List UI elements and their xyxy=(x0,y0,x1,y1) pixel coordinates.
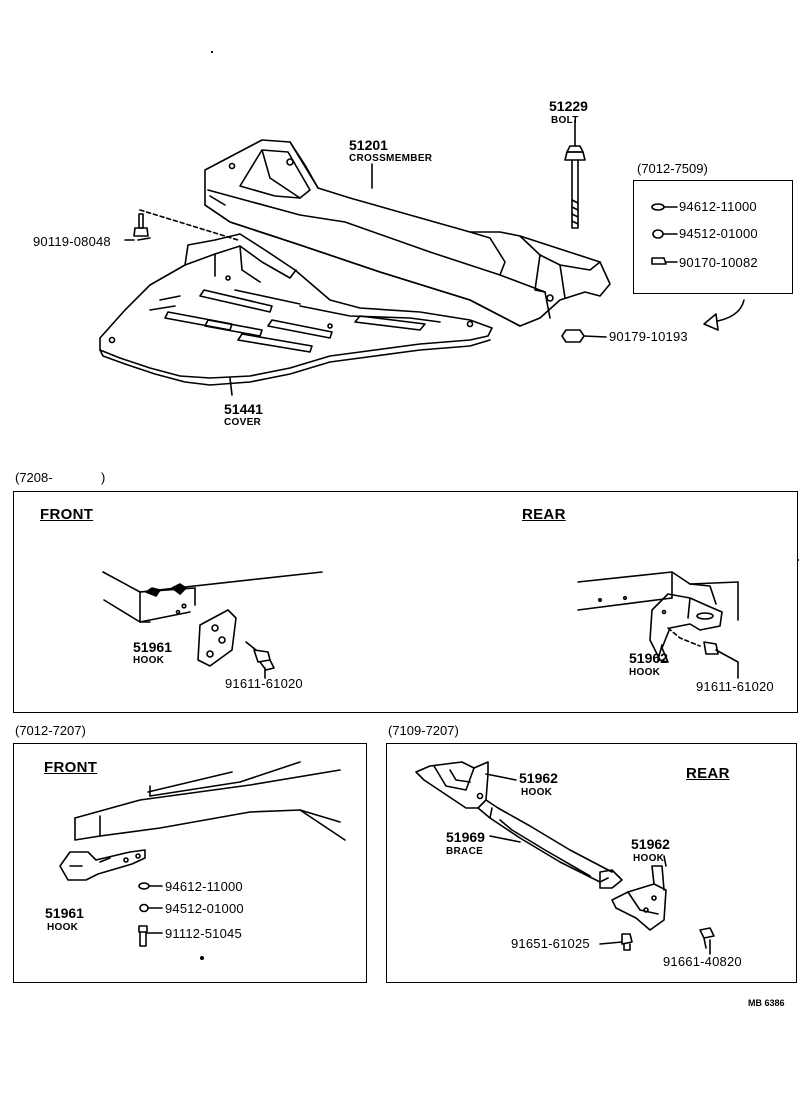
cover-part-name: COVER xyxy=(224,417,262,428)
brace-part-number: 51969 xyxy=(446,829,485,845)
bottom-left-part-2: 94512-01000 xyxy=(165,901,244,916)
screw-90119-08048-drawing xyxy=(124,213,149,241)
middle-front-bolt-number: 91611-61020 xyxy=(225,676,303,691)
middle-range-close-paren: ) xyxy=(101,470,106,485)
section-box-7012-7207 xyxy=(13,743,367,983)
middle-front-heading: FRONT xyxy=(40,506,94,523)
middle-front-drawing xyxy=(102,571,323,679)
crossmember-part-number: 51201 xyxy=(349,137,388,153)
middle-rear-hook-name: HOOK xyxy=(629,667,661,678)
bottom-right-hook-upper-name: HOOK xyxy=(521,787,553,798)
bolt-part-name: BOLT xyxy=(551,115,579,126)
figure-reference-code: MB 6386 xyxy=(748,998,785,1008)
bottom-right-hook-upper-number: 51962 xyxy=(519,770,558,786)
middle-range-label: (7208- xyxy=(15,470,53,485)
bolt-part-number: 51229 xyxy=(549,98,588,114)
scan-speck xyxy=(210,50,214,54)
screw-part-number: 90119-08048 xyxy=(33,234,111,249)
screw-alignment-line xyxy=(139,209,239,241)
cover-part-number: 51441 xyxy=(224,401,263,417)
range-box-part-3: 90170-10082 xyxy=(679,255,758,270)
crossmember-part-name: CROSSMEMBER xyxy=(349,153,433,164)
middle-rear-hook-number: 51962 xyxy=(629,650,668,666)
bottom-left-part-1: 94612-11000 xyxy=(165,879,243,894)
bottom-right-range-label: (7109-7207) xyxy=(388,723,459,738)
range-box-part-1: 94612-11000 xyxy=(679,199,757,214)
bottom-left-range-label: (7012-7207) xyxy=(15,723,86,738)
bottom-right-rear-drawing xyxy=(415,761,715,955)
bottom-right-heading: REAR xyxy=(686,765,730,782)
section-box-7208 xyxy=(13,491,798,713)
bottom-left-hook-number: 51961 xyxy=(45,905,84,921)
bottom-right-hook-lower-name: HOOK xyxy=(633,853,665,864)
middle-rear-heading: REAR xyxy=(522,506,566,523)
section-box-7109-7207 xyxy=(386,743,797,983)
range-box-7012-7509 xyxy=(633,180,793,294)
middle-rear-bolt-number: 91611-61020 xyxy=(696,679,774,694)
bolt-51229-drawing xyxy=(564,119,586,229)
nut-90179-10193-drawing xyxy=(561,329,607,343)
bottom-left-part-3: 91112-51045 xyxy=(165,926,242,941)
brace-part-name: BRACE xyxy=(446,846,484,857)
cover-drawing xyxy=(99,233,493,396)
bottom-right-bolt-left: 91651-61025 xyxy=(511,936,590,951)
range-box-label: (7012-7509) xyxy=(637,161,708,176)
curved-arrow-icon xyxy=(703,299,745,331)
middle-rear-drawing xyxy=(577,571,739,679)
bottom-left-heading: FRONT xyxy=(44,759,98,776)
range-box-part-2: 94512-01000 xyxy=(679,226,758,241)
bottom-left-hook-name: HOOK xyxy=(47,922,79,933)
crossmember-drawing xyxy=(204,139,611,327)
bottom-right-bolt-right: 91661-40820 xyxy=(663,954,742,969)
range-box-fasteners xyxy=(651,203,678,265)
middle-front-hook-number: 51961 xyxy=(133,639,172,655)
nut-part-number: 90179-10193 xyxy=(609,329,688,344)
bottom-left-front-drawing xyxy=(59,761,346,960)
leader-screw xyxy=(137,237,151,241)
bottom-right-hook-lower-number: 51962 xyxy=(631,836,670,852)
middle-front-hook-name: HOOK xyxy=(133,655,165,666)
